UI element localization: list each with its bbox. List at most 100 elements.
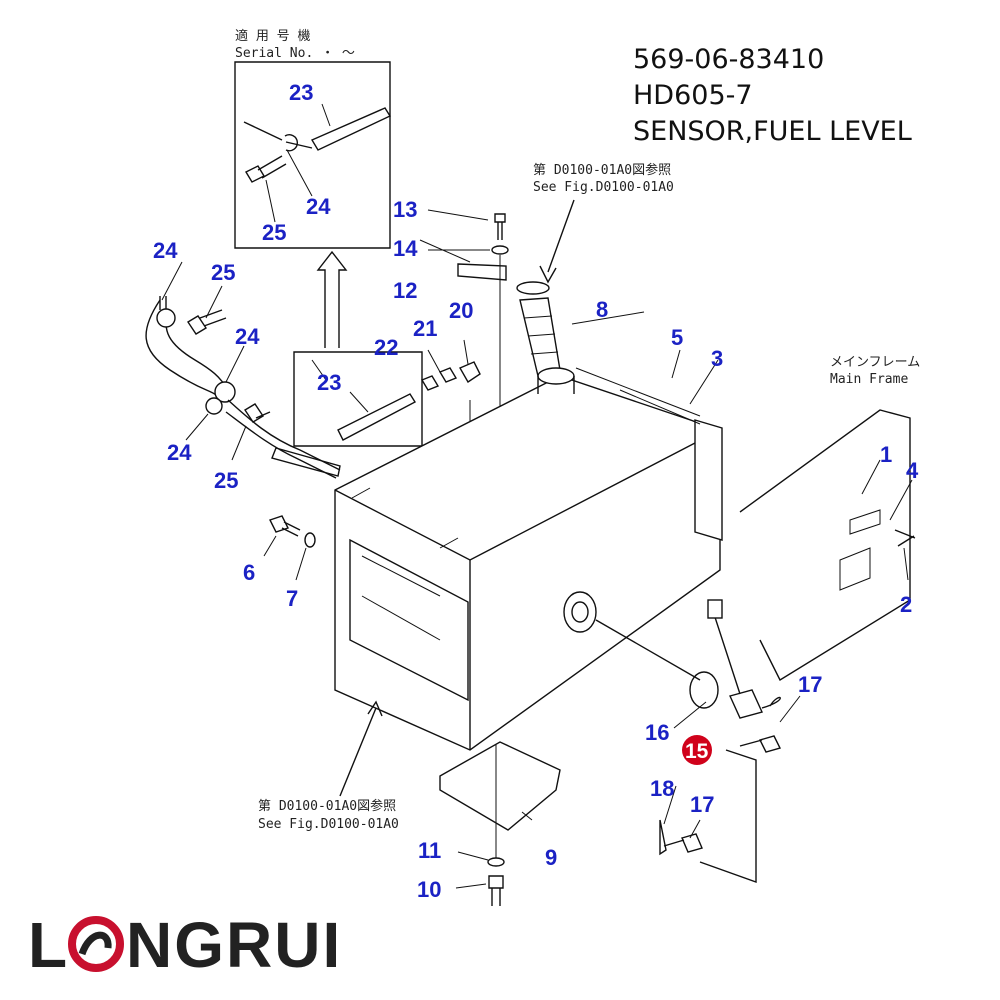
sensor-port bbox=[563, 591, 597, 633]
callout-25-low: 25 bbox=[214, 468, 238, 493]
logo-text-right: NGRUI bbox=[126, 909, 342, 981]
harness-assembly bbox=[145, 296, 341, 479]
title-block: 569-06-83410 HD605-7 SENSOR,FUEL LEVEL bbox=[633, 44, 912, 147]
model-name: HD605-7 bbox=[633, 80, 753, 111]
bottom-arrow-line bbox=[339, 707, 377, 797]
callout-9: 9 bbox=[545, 845, 557, 870]
tank-rail bbox=[575, 367, 701, 425]
filler-neck-sides bbox=[537, 376, 575, 394]
callout-6: 6 bbox=[243, 560, 255, 585]
harness-clamp-mid bbox=[214, 381, 236, 403]
bolt-17-lower bbox=[663, 833, 703, 853]
sensor-port-inner bbox=[571, 601, 589, 623]
inset-bolt-25 bbox=[245, 155, 287, 183]
serial-inset: 適 用 号 機 Serial No. ・ ～ bbox=[234, 28, 392, 249]
callout-4: 4 bbox=[906, 458, 919, 483]
cover-plate-outline bbox=[699, 749, 757, 883]
callout-18: 18 bbox=[650, 776, 674, 801]
strainer-8: 第 D0100-01A0図参照 See Fig.D0100-01A0 bbox=[516, 162, 674, 377]
filler-arrow-head bbox=[539, 265, 557, 284]
filler-neck bbox=[537, 367, 575, 385]
callout-23-detail: 23 bbox=[317, 370, 341, 395]
callout-1: 1 bbox=[880, 442, 892, 467]
callout-2: 2 bbox=[900, 592, 912, 617]
leader-12 bbox=[419, 239, 471, 263]
bolt-17-upper bbox=[739, 735, 782, 753]
under-guard: 第 D0100-01A0図参照 See Fig.D0100-01A0 bbox=[258, 700, 561, 906]
callout-labels: 23 24 25 13 14 12 20 21 22 23 8 5 3 24 2… bbox=[153, 80, 919, 902]
sensor-float bbox=[707, 599, 723, 619]
mount-bracket-3 bbox=[694, 419, 723, 541]
plate-12 bbox=[457, 263, 507, 281]
serial-inset-frame bbox=[234, 61, 391, 249]
callout-23-inset: 23 bbox=[289, 80, 313, 105]
see-fig-bottom-en: See Fig.D0100-01A0 bbox=[258, 817, 399, 832]
filler-cap bbox=[516, 281, 550, 295]
main-frame-en: Main Frame bbox=[830, 372, 908, 387]
bracket-slots bbox=[361, 555, 441, 641]
fitting-21 bbox=[438, 367, 458, 383]
gasket-16 bbox=[689, 671, 719, 709]
callout-17-lower: 17 bbox=[690, 792, 714, 817]
callout-25-top: 25 bbox=[211, 260, 235, 285]
guard-9 bbox=[439, 741, 561, 831]
washer-11 bbox=[487, 857, 505, 867]
callout-3: 3 bbox=[711, 346, 723, 371]
inset-pipe-23 bbox=[310, 107, 392, 151]
main-frame: メインフレーム Main Frame bbox=[739, 355, 920, 681]
part-description: SENSOR,FUEL LEVEL bbox=[633, 116, 912, 147]
tank-top-details bbox=[351, 487, 459, 549]
callout-24-mid: 24 bbox=[235, 324, 260, 349]
callout-12: 12 bbox=[393, 278, 417, 303]
harness-cable-upper bbox=[145, 299, 217, 396]
callout-5: 5 bbox=[671, 325, 683, 350]
part-number: 569-06-83410 bbox=[633, 44, 824, 75]
filler-arrow-line bbox=[547, 199, 575, 273]
serial-note-en: Serial No. ・ ～ bbox=[235, 46, 355, 61]
see-fig-bottom-jp: 第 D0100-01A0図参照 bbox=[258, 798, 396, 814]
callout-11: 11 bbox=[418, 838, 441, 863]
harness-clamp-low bbox=[205, 397, 223, 415]
washer-7 bbox=[304, 532, 316, 548]
callout-21: 21 bbox=[413, 316, 437, 341]
callout-22: 22 bbox=[374, 335, 398, 360]
inset-clamp-24 bbox=[243, 121, 313, 152]
sensor-leader bbox=[595, 619, 701, 681]
callout-24-low: 24 bbox=[167, 440, 192, 465]
callout-17-upper: 17 bbox=[798, 672, 822, 697]
frame-outline bbox=[739, 409, 911, 681]
strainer-ribs bbox=[523, 315, 559, 355]
harness-pipe bbox=[271, 447, 341, 477]
logo-swirl-icon bbox=[68, 916, 124, 972]
harness-clamp-top bbox=[156, 308, 176, 328]
main-frame-jp: メインフレーム bbox=[830, 355, 920, 370]
see-fig-top-jp: 第 D0100-01A0図参照 bbox=[533, 162, 671, 178]
callout-8: 8 bbox=[596, 297, 608, 322]
callout-14: 14 bbox=[393, 236, 418, 261]
callout-7: 7 bbox=[286, 586, 298, 611]
callout-15: 15 bbox=[685, 740, 709, 763]
harness-cable-lower-inner bbox=[225, 411, 337, 479]
logo-text-left: L bbox=[28, 909, 69, 981]
callout-25-inset: 25 bbox=[262, 220, 286, 245]
callout-24-inset: 24 bbox=[306, 194, 331, 219]
frame-plates bbox=[839, 509, 881, 591]
detail-pipe-23 bbox=[337, 393, 416, 441]
strainer-body bbox=[519, 297, 561, 377]
detail-leader bbox=[349, 391, 369, 413]
callout-20: 20 bbox=[449, 298, 473, 323]
clamp-bracket-top bbox=[159, 296, 167, 310]
brand-logo: L NGRUI bbox=[28, 909, 342, 981]
bolt-6 bbox=[269, 515, 301, 537]
highlight-callout-15: 15 bbox=[682, 735, 712, 765]
washer-14 bbox=[491, 245, 509, 255]
callout-13: 13 bbox=[393, 197, 417, 222]
bolt-25-low bbox=[244, 403, 271, 423]
callout-16: 16 bbox=[645, 720, 669, 745]
callout-10: 10 bbox=[417, 877, 441, 902]
fuel-tank bbox=[334, 367, 723, 751]
up-arrow bbox=[316, 250, 348, 348]
see-fig-top-en: See Fig.D0100-01A0 bbox=[533, 180, 674, 195]
highlight-marker bbox=[682, 735, 712, 765]
